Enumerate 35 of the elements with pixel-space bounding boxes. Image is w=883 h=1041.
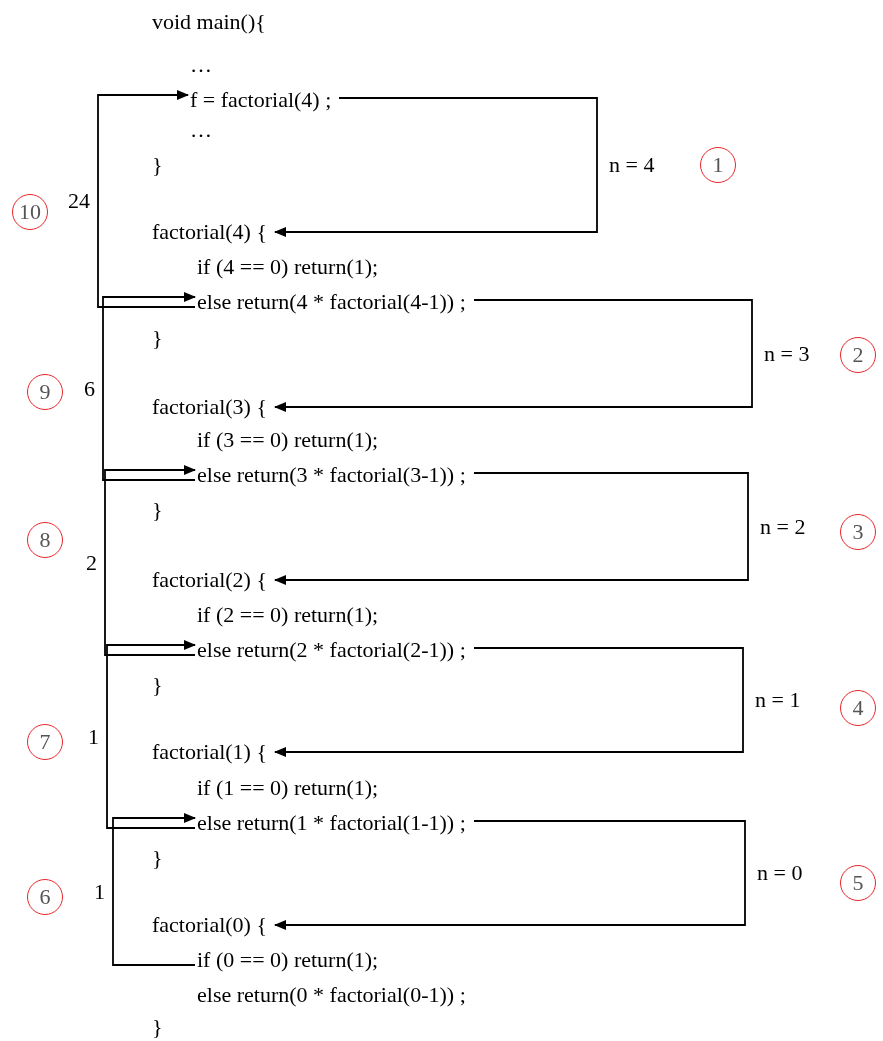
code-line: else return(0 * factorial(0-1)) ; [197, 982, 466, 1008]
code-line: if (1 == 0) return(1); [197, 775, 379, 801]
code-line: } [152, 325, 163, 351]
code-line: if (3 == 0) return(1); [197, 427, 379, 453]
code-line: if (0 == 0) return(1); [197, 947, 379, 973]
arrow [104, 465, 196, 656]
code-line: factorial(2) { [152, 567, 267, 593]
arrow [274, 97, 598, 237]
arrow [274, 299, 753, 412]
arrow [274, 647, 744, 757]
code-line: f = factorial(4) ; [190, 87, 332, 113]
code-line: factorial(4) { [152, 219, 267, 245]
arrow [274, 820, 746, 930]
code-line: } [152, 497, 163, 523]
code-line: … [190, 117, 212, 143]
code-line: factorial(3) { [152, 394, 267, 420]
code-line: factorial(0) { [152, 912, 267, 938]
arrow [97, 90, 196, 308]
arrow [274, 472, 749, 585]
code-line: } [152, 672, 163, 698]
code-line: else return(2 * factorial(2-1)) ; [197, 637, 466, 663]
code-line: … [190, 52, 212, 78]
arrow [106, 640, 196, 829]
code-line: } [152, 845, 163, 871]
arrow [102, 292, 196, 481]
code-line: else return(1 * factorial(1-1)) ; [197, 810, 466, 836]
code-line: void main(){ [152, 9, 266, 35]
code-line: else return(3 * factorial(3-1)) ; [197, 462, 466, 488]
code-line: if (2 == 0) return(1); [197, 602, 379, 628]
code-line: if (4 == 0) return(1); [197, 254, 379, 280]
code-line: } [152, 152, 163, 178]
code-line: factorial(1) { [152, 739, 267, 765]
code-line: } [152, 1014, 163, 1040]
arrow [112, 813, 196, 966]
code-line: else return(4 * factorial(4-1)) ; [197, 289, 466, 315]
